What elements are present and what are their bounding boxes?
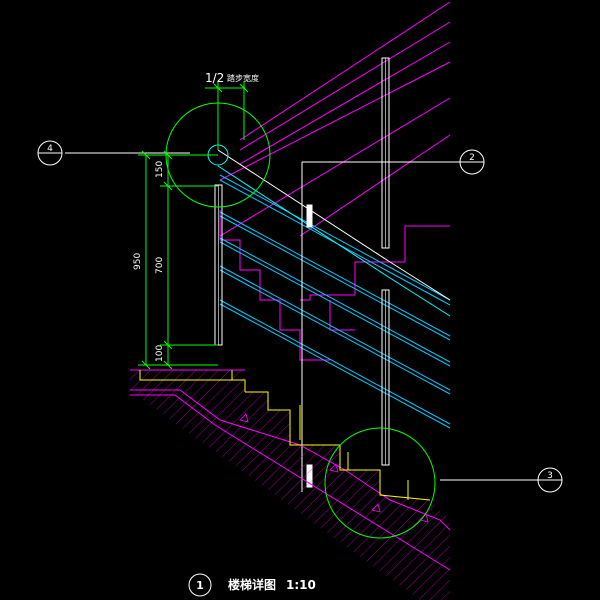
callout-3: 3 [537,467,563,493]
handrail-rods [219,174,451,429]
upper-slab-lines [219,1,451,361]
callout-2: 2 [459,149,485,175]
title-scale: 1:10 [286,578,316,592]
dim-150: 150 [155,161,165,178]
top-label-fraction: 1/2 [205,71,224,85]
callout-4: 4 [37,140,63,166]
dim-950: 950 [133,253,143,270]
title-name: 楼梯详图 [228,577,276,592]
lower-stair-section [130,369,451,600]
drawing-title: 1 楼梯详图 1:10 [188,573,316,597]
callout-4-label: 4 [47,144,53,154]
callout-2-label: 2 [469,153,475,163]
section-lines [65,152,540,492]
title-number: 1 [196,579,204,592]
callout-3-label: 3 [547,471,553,481]
dim-700: 700 [155,257,165,274]
dim-100: 100 [155,345,165,362]
top-handrail [217,149,451,317]
dimension-lines [138,82,249,370]
top-label-text: 踏步宽度 [227,73,259,83]
